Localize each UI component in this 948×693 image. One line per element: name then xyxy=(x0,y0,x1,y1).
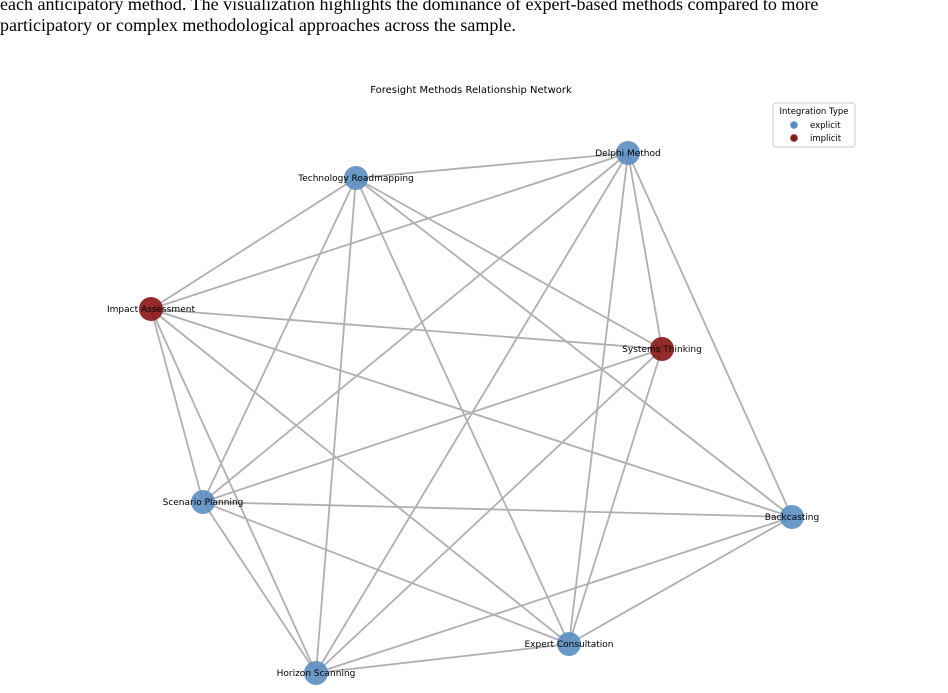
edge-roadmap-horizon xyxy=(315,177,357,674)
node-label-backcasting: Backcasting xyxy=(765,513,819,523)
edge-scenario-expert xyxy=(202,501,570,645)
edge-scenario-backcasting xyxy=(202,501,793,518)
node-label-scenario: Scenario Planning xyxy=(163,498,244,508)
legend: Integration Type explicit implicit xyxy=(772,102,856,148)
edge-impact-systems xyxy=(150,308,663,350)
node-roadmap xyxy=(344,166,368,190)
node-impact xyxy=(139,297,163,321)
edge-systems-horizon xyxy=(315,348,663,674)
edge-impact-scenario xyxy=(150,308,204,503)
node-backcasting xyxy=(780,505,804,529)
edge-expert-horizon xyxy=(315,643,570,674)
node-scenario xyxy=(191,490,215,514)
node-delphi xyxy=(616,141,640,165)
edge-delphi-scenario xyxy=(202,152,629,503)
legend-title: Integration Type xyxy=(779,107,848,117)
edge-impact-expert xyxy=(150,308,570,645)
node-label-delphi: Delphi Method xyxy=(595,149,661,159)
edge-roadmap-impact xyxy=(150,177,357,310)
node-horizon xyxy=(304,661,328,685)
edge-layer xyxy=(150,152,793,674)
edge-systems-scenario xyxy=(202,348,663,503)
figure-caption: each anticipatory method. The visualizat… xyxy=(0,0,948,36)
edge-roadmap-delphi xyxy=(355,152,629,179)
node-systems xyxy=(650,337,674,361)
node-label-roadmap: Technology Roadmapping xyxy=(297,174,413,184)
edge-roadmap-backcasting xyxy=(355,177,793,518)
node-layer xyxy=(139,141,804,685)
legend-marker-explicit xyxy=(790,121,798,129)
edge-delphi-systems xyxy=(627,152,663,350)
edge-delphi-impact xyxy=(150,152,629,310)
edge-roadmap-scenario xyxy=(202,177,357,503)
edge-systems-expert xyxy=(568,348,663,645)
node-label-horizon: Horizon Scanning xyxy=(277,669,356,679)
node-label-systems: Systems Thinking xyxy=(622,345,702,355)
edge-backcasting-expert xyxy=(568,516,793,645)
edge-delphi-backcasting xyxy=(627,152,793,518)
node-label-expert: Expert Consultation xyxy=(524,640,613,650)
caption-line-1: each anticipatory method. The visualizat… xyxy=(0,0,819,14)
legend-label-implicit: implicit xyxy=(810,134,842,144)
node-label-impact: Impact Assessment xyxy=(107,305,195,315)
edge-delphi-expert xyxy=(568,152,629,645)
edge-roadmap-systems xyxy=(355,177,663,350)
legend-marker-implicit xyxy=(790,134,798,142)
node-expert xyxy=(557,632,581,656)
caption-line-2: participatory or complex methodological … xyxy=(0,15,516,35)
diagram-title: Foresight Methods Relationship Network xyxy=(370,85,572,96)
legend-label-explicit: explicit xyxy=(810,121,841,131)
edge-backcasting-horizon xyxy=(315,516,793,674)
edge-scenario-horizon xyxy=(202,501,317,674)
